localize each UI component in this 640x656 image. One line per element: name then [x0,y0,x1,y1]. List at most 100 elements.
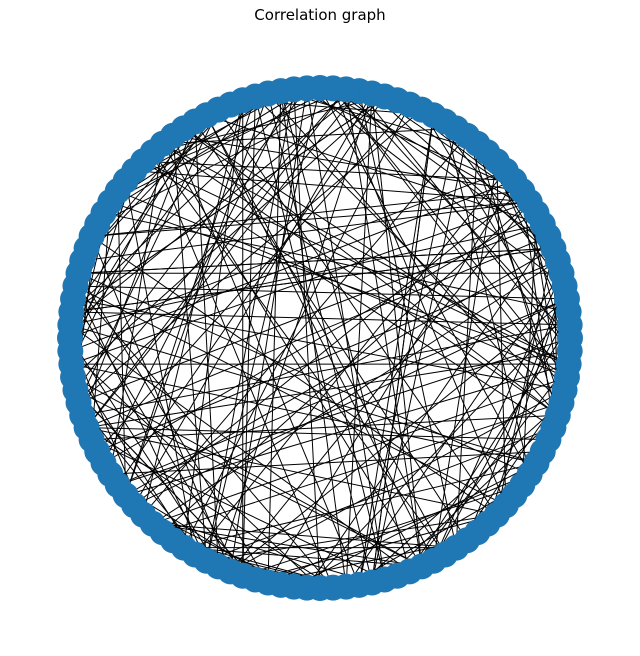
graph-edge [75,285,507,506]
graph-edge [143,160,515,182]
graph-edge [133,298,568,506]
graph-edge [409,363,570,572]
graph-edge [69,170,506,339]
graph-edge [254,96,562,404]
graph-edge [319,87,537,214]
graph-edge [206,514,497,562]
graph-edge [78,109,423,404]
graph-edge [162,127,457,145]
graph-edge [293,462,537,588]
graph-edge [183,547,422,567]
graph-edge [267,539,468,584]
graph-edge [183,100,244,548]
graph-edge [421,109,571,352]
graph-edge [183,127,568,378]
graph-edge [110,87,334,203]
graph-edge [134,170,530,203]
graph-edge [332,88,565,391]
graph-edge [71,201,530,365]
graph-edge [86,427,497,516]
graph-edge [206,87,321,561]
graph-edge [70,180,515,352]
graph-edges [69,87,571,589]
graph-edge [280,91,347,587]
graph-edge [125,93,269,496]
graph-edge [444,121,531,475]
graph-edge [91,236,231,572]
graph-edge [109,143,164,475]
graph-edge [70,109,219,313]
graph-edge [345,89,423,567]
graph-edge [194,121,219,567]
graph-edge [206,115,434,561]
graph-edge [75,285,567,300]
graph-edge [71,96,385,313]
graph-edge [521,212,538,485]
graph-edge [371,135,468,583]
graph-edge [69,96,256,339]
graph-edge [70,90,360,326]
graph-edge [142,160,554,429]
graph-edge [206,114,543,225]
graph-edge [78,247,554,274]
graph-edge [433,114,565,287]
graph-edge [69,114,207,339]
graph-edge [162,201,531,533]
graph-edge [71,363,537,464]
graph-edge [86,89,347,428]
graph-edge [162,402,562,533]
graph-edge [72,96,386,378]
graph-edge [455,143,478,548]
graph-edge [70,363,196,555]
graph-edge [69,350,321,589]
graph-edge [152,523,457,549]
graph-edge [529,201,562,403]
graph-edge [70,324,410,572]
graph-title: Correlation graph [254,6,386,24]
graph-edge [78,89,347,404]
graph-edge [306,87,565,287]
graph-edge [70,324,537,464]
graph-edge [110,201,569,365]
graph-edge [110,451,543,475]
graph-edge [82,324,570,416]
graph-edge [293,89,321,589]
graph-edge [230,201,531,572]
graph-node [556,311,583,338]
graph-edge [371,93,559,262]
graph-edge [162,143,559,416]
graph-edge [133,190,523,506]
graph-edge [96,104,410,452]
graph-edge [70,128,185,365]
graph-edge [267,180,515,583]
graph-edge [78,402,207,562]
graph-edge [358,128,457,586]
graph-edge [75,389,422,567]
graph-edge [117,298,568,486]
graph-edge [206,427,554,562]
graph-edge [71,311,570,326]
graph-edge [332,87,554,249]
graph-edge [152,152,334,588]
graph-edge [78,273,269,583]
graph-edge [97,90,360,225]
graph-edge [82,201,530,262]
graph-edge [433,161,498,561]
graph-edge [371,115,434,583]
graph-edge [332,88,507,506]
graph-edge [217,109,498,516]
graph-edge [409,324,571,572]
graph-edge [91,201,530,237]
graph-edge [71,87,308,313]
graph-edge [183,127,559,416]
graph-edge [70,170,135,365]
graph-edge [332,88,568,378]
graph-edge [110,90,282,203]
graph-edge [476,143,559,416]
graph-edge [91,235,498,516]
graph-edge [183,462,537,549]
graph-nodes [57,75,583,601]
graph-edge [125,180,196,555]
graph-edge [103,87,308,214]
